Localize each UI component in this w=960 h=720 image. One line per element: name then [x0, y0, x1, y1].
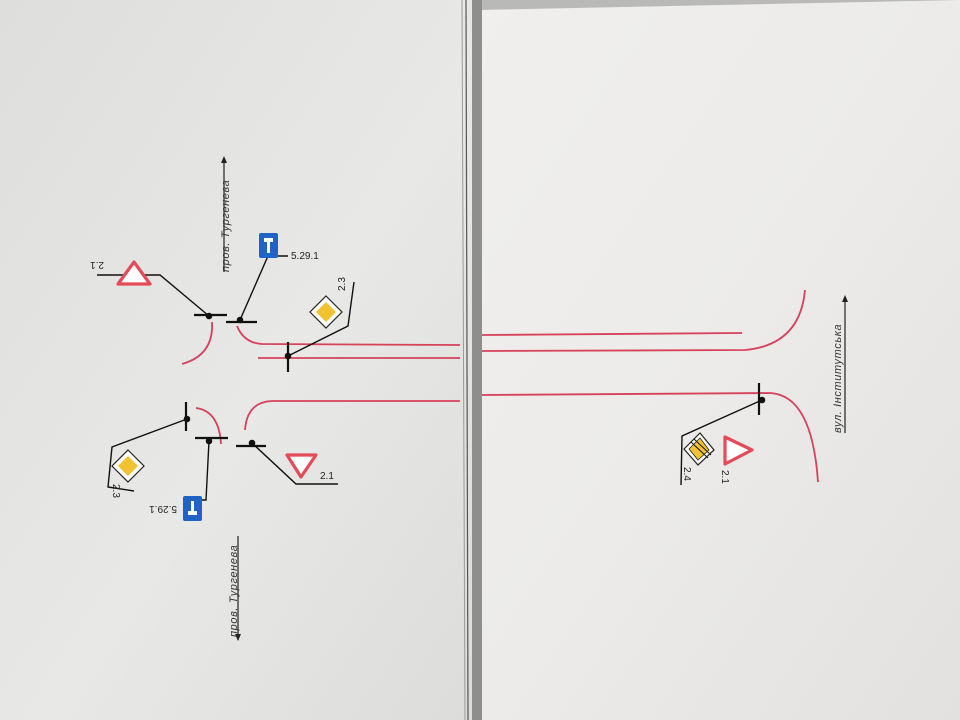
- sign-code-yield-right: 2.1: [719, 470, 730, 484]
- street-label-turgeneva-bottom: пров. Тургенева: [228, 536, 241, 641]
- sign-code-yield-bottom: 2.1: [320, 471, 334, 482]
- side-street-curb-top: [181, 321, 213, 365]
- yield-triangle-icon: [116, 260, 152, 286]
- street-name-instytutska: вул. Інститутська: [832, 324, 844, 433]
- sign-code-end-main-road-right: 2.4: [681, 467, 692, 481]
- sign-dead-end-bottom: 5.29.1: [149, 496, 202, 521]
- sign-code-main-road-bottom: 2.3: [110, 484, 121, 498]
- street-name-turgeneva-bottom: пров. Тургенева: [228, 545, 240, 637]
- main-road-upper-edge: [236, 325, 461, 346]
- road-lines: [181, 289, 819, 483]
- street-label-instytutska: вул. Інститутська: [832, 295, 848, 433]
- sign-end-main-road-right: 2.4: [681, 432, 715, 481]
- main-road-upper-edge-right: [481, 289, 806, 352]
- sign-code-main-road-top: 2.3: [337, 277, 348, 291]
- left-paper-sheet: [0, 0, 474, 720]
- binding-shadow: [461, 0, 466, 720]
- yield-triangle-icon: [285, 453, 318, 479]
- street-name-turgeneva-top: пров. Тургенева: [220, 180, 232, 272]
- street-label-turgeneva-top: пров. Тургенева: [220, 156, 232, 272]
- sign-dead-end-top: 5.29.1: [259, 233, 319, 262]
- sign-code-yield-top-left: 2.1: [90, 259, 104, 270]
- main-road-upper-right-line: [481, 332, 743, 336]
- sign-yield-bottom: 2.1: [285, 453, 334, 482]
- sign-code-dead-end-bottom: 5.29.1: [149, 503, 177, 514]
- sign-main-road-bottom: 2.3: [110, 449, 145, 498]
- right-paper-sheet: [479, 0, 960, 720]
- binding-line: [465, 0, 469, 720]
- sign-main-road-top: 2.3: [309, 277, 348, 329]
- main-road-lower-edge-right: [481, 392, 819, 483]
- sign-yield-top-left: 2.1: [90, 259, 152, 286]
- page-fold: [472, 0, 482, 720]
- sign-yield-right: 2.1: [719, 435, 754, 484]
- sign-code-dead-end-top: 5.29.1: [291, 251, 319, 262]
- yield-triangle-icon: [723, 435, 754, 466]
- main-road-lower-edge: [244, 400, 460, 431]
